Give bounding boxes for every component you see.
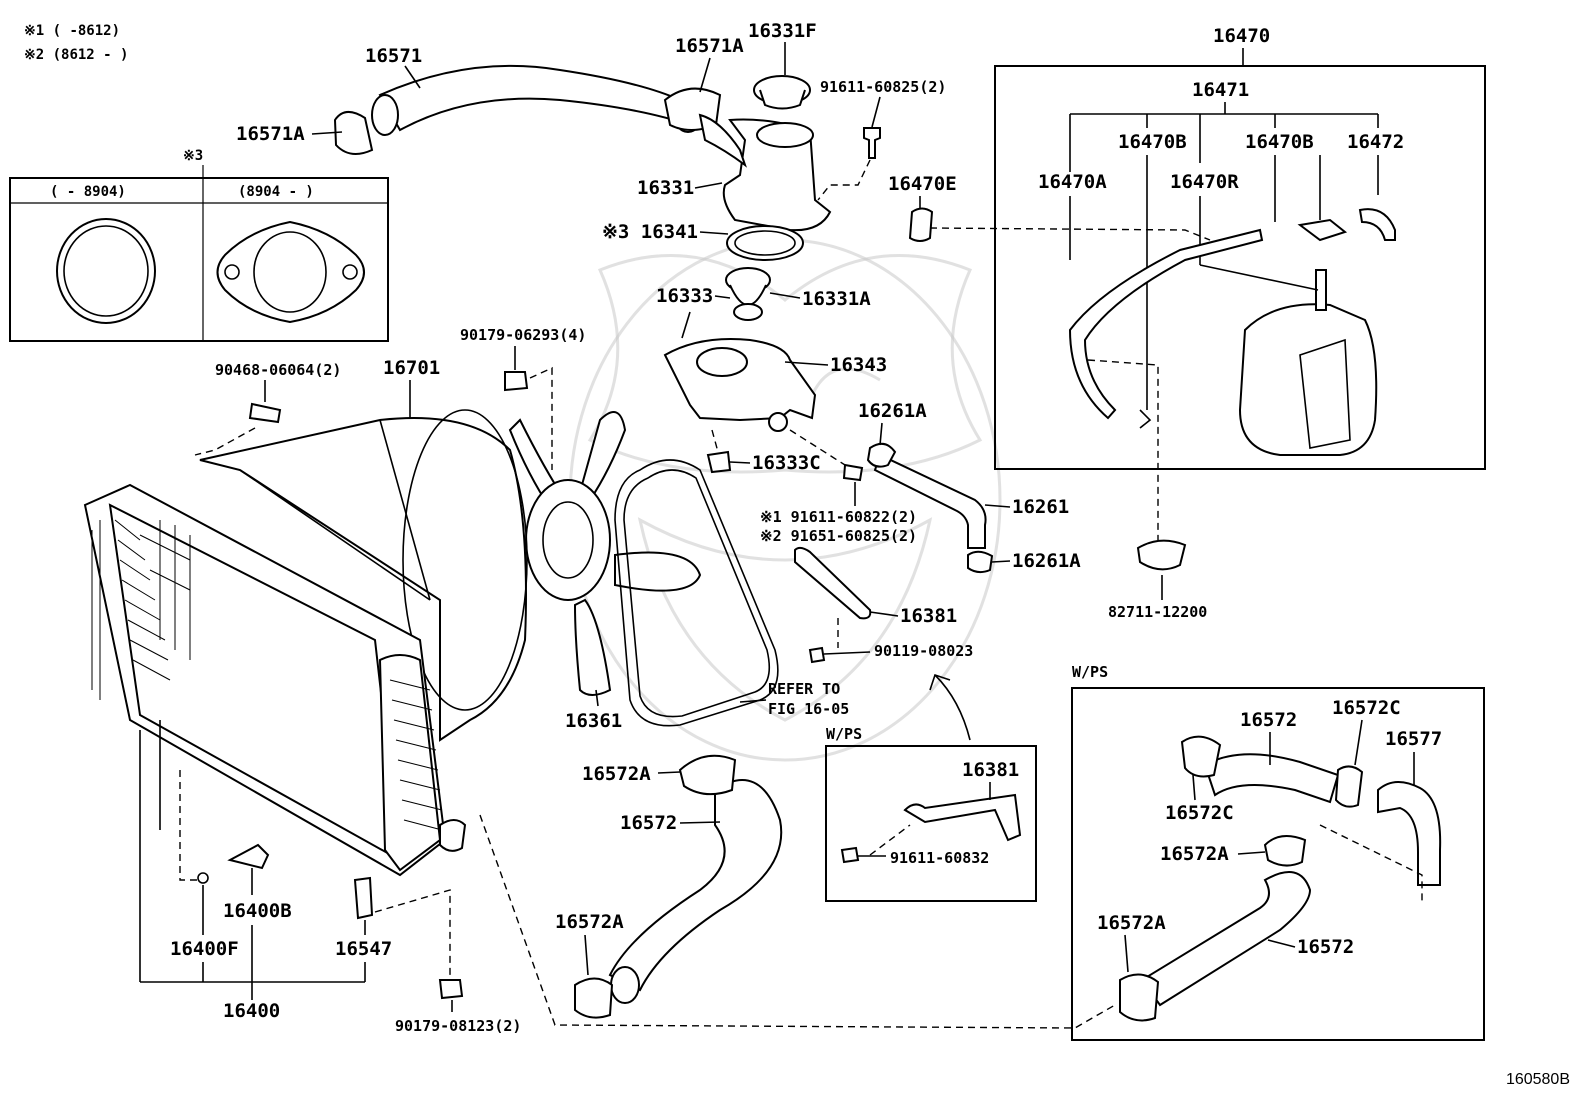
label-16572A-mid: 16572A: [582, 763, 651, 785]
label-16571A-left: 16571A: [236, 123, 305, 145]
radiator-assembly: [83, 483, 467, 877]
wps1-label-16381: 16381: [962, 759, 1019, 781]
label-16571: 16571: [365, 45, 422, 67]
label-91651-60825: ※2 91651-60825(2): [760, 527, 917, 545]
label-16470A: 16470A: [1038, 171, 1107, 193]
label-16701: 16701: [383, 357, 440, 379]
drain-plug-icon: [227, 843, 270, 870]
label-16381: 16381: [900, 605, 957, 627]
wps2-label-16572-bot: 16572: [1297, 936, 1354, 958]
label-16333: 16333: [656, 285, 713, 307]
water-outlet-housing: [698, 113, 832, 232]
gasket-variant-inset: ※3 ( - 8904) (8904 - ): [9, 148, 389, 342]
cooling-fan: [508, 411, 702, 696]
drain-cock-icon: [706, 450, 732, 474]
note-3: ※3: [183, 148, 203, 164]
thermostat-icon: [725, 267, 771, 321]
inset-right-header: (8904 - ): [238, 184, 314, 200]
wps-label-1: W/PS: [826, 725, 862, 743]
label-82711-12200: 82711-12200: [1108, 603, 1207, 621]
inset-left-header: ( - 8904): [50, 184, 126, 200]
label-16470E: 16470E: [888, 173, 957, 195]
label-16361: 16361: [565, 710, 622, 732]
bolt-icon-2: [842, 463, 864, 482]
label-90119-08023: 90119-08023: [874, 642, 973, 660]
grommet-icon-2: [908, 207, 934, 242]
label-16571A-top: 16571A: [675, 35, 744, 57]
note-2: ※2 (8612 - ): [24, 47, 128, 63]
label-16331F: 16331F: [748, 20, 817, 42]
label-16470R: 16470R: [1170, 171, 1239, 193]
label-16341: ※3 16341: [602, 221, 698, 243]
label-16470B-b: 16470B: [1245, 131, 1314, 153]
wps2-label-16572A-a: 16572A: [1160, 843, 1229, 865]
upper-radiator-hose: [333, 64, 722, 155]
wps1-label-91611-60832: 91611-60832: [890, 849, 989, 867]
bracket-icon: [353, 876, 374, 920]
label-16400F: 16400F: [170, 938, 239, 960]
wps-label-2: W/PS: [1072, 663, 1108, 681]
water-inlet-housing: [663, 338, 817, 432]
label-90179-08123: 90179-08123(2): [395, 1017, 521, 1035]
label-16331A: 16331A: [802, 288, 871, 310]
fan-shroud: [199, 409, 528, 742]
bypass-hose: [866, 442, 994, 574]
wps2-label-16572C-left: 16572C: [1165, 802, 1234, 824]
label-16331: 16331: [637, 177, 694, 199]
label-90179-06293: 90179-06293(4): [460, 326, 586, 344]
bracket-icon-2: [903, 793, 1022, 842]
arrow-icon: [934, 674, 971, 741]
clip-icon: [248, 402, 282, 424]
wps-adjusting-bar-inset: W/PS 16381 91611-60832: [825, 725, 1037, 902]
bolt-icon-3: [808, 646, 826, 664]
label-16470B-a: 16470B: [1118, 131, 1187, 153]
label-16343: 16343: [830, 354, 887, 376]
label-16470: 16470: [1213, 25, 1270, 47]
label-16471: 16471: [1192, 79, 1249, 101]
reservoir-tank: [1068, 208, 1396, 456]
grommet-icon: [438, 979, 464, 1000]
label-16261A-top: 16261A: [858, 400, 927, 422]
wps2-label-16577: 16577: [1385, 728, 1442, 750]
label-16261A-bot: 16261A: [1012, 550, 1081, 572]
round-gasket-icon: [56, 218, 156, 324]
refer-to-line-2: FIG 16-05: [768, 700, 849, 718]
date-range-notes: ※1 ( -8612) ※2 (8612 - ): [24, 23, 128, 63]
refer-to-line-1: REFER TO: [768, 680, 840, 698]
label-16333C: 16333C: [752, 452, 821, 474]
label-16572-mid: 16572: [620, 812, 677, 834]
nut-icon: [504, 371, 529, 392]
label-91611-60825: 91611-60825(2): [820, 78, 946, 96]
wps-hose-inset: [1119, 735, 1442, 1022]
bolt-icon: [863, 127, 881, 159]
label-16400: 16400: [223, 1000, 280, 1022]
label-16472: 16472: [1347, 131, 1404, 153]
adjusting-bar-icon: [794, 546, 872, 620]
wps2-label-16572C-top: 16572C: [1332, 697, 1401, 719]
flanged-gasket-icon: [216, 220, 365, 324]
hose-clamp-icon-2: [1136, 539, 1187, 571]
wps2-label-16572A-b: 16572A: [1097, 912, 1166, 934]
label-90468-06064: 90468-06064(2): [215, 361, 341, 379]
wps2-label-16572-top: 16572: [1240, 709, 1297, 731]
lower-radiator-hose: [574, 754, 783, 1019]
label-91611-60822: ※1 91611-60822(2): [760, 508, 917, 526]
drive-belt: [614, 459, 779, 727]
hose-clamp-icon: [333, 111, 374, 155]
label-16547: 16547: [335, 938, 392, 960]
note-1: ※1 ( -8612): [24, 23, 120, 39]
diagram-id: 160580B: [1505, 1071, 1570, 1088]
label-16572A-low: 16572A: [555, 911, 624, 933]
radiator-cap-icon: [753, 75, 811, 110]
label-16261: 16261: [1012, 496, 1069, 518]
label-16400B: 16400B: [223, 900, 292, 922]
